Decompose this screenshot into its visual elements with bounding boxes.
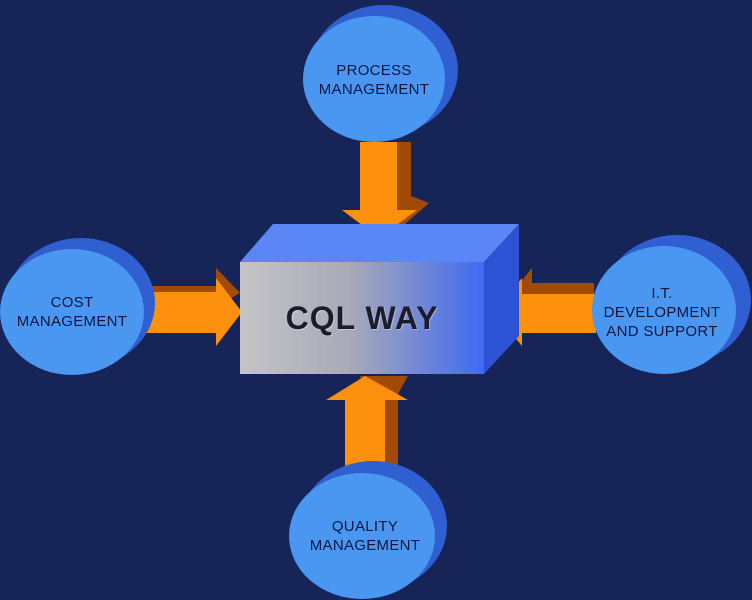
node-quality-circle bbox=[289, 461, 447, 599]
node-cost-circle bbox=[0, 238, 155, 375]
box-side-face bbox=[484, 224, 519, 374]
arrow-from-process bbox=[342, 142, 429, 238]
node-cost-label: COST MANAGEMENT bbox=[0, 293, 144, 331]
node-process-circle bbox=[303, 5, 458, 142]
arrow-from-quality bbox=[326, 376, 408, 472]
node-quality-label: QUALITY MANAGEMENT bbox=[290, 517, 440, 555]
node-process-label: PROCESS MANAGEMENT bbox=[299, 61, 449, 99]
node-it-line-1: I.T. bbox=[651, 285, 673, 302]
node-process-line-1: PROCESS bbox=[336, 62, 412, 79]
node-it-label: I.T. DEVELOPMENT AND SUPPORT bbox=[586, 284, 738, 341]
cql-way-box bbox=[240, 224, 519, 374]
box-top-face bbox=[240, 224, 519, 262]
center-label: CQL WAY bbox=[285, 299, 439, 336]
arrow-from-cost bbox=[144, 268, 242, 346]
node-quality-line-2: MANAGEMENT bbox=[309, 537, 421, 554]
node-process-line-2: MANAGEMENT bbox=[318, 81, 430, 98]
node-cost-line-2: MANAGEMENT bbox=[16, 313, 128, 330]
node-it-line-2: DEVELOPMENT bbox=[603, 304, 721, 321]
arrow-from-it bbox=[494, 268, 596, 346]
node-quality-line-1: QUALITY bbox=[331, 518, 399, 535]
box-front-face bbox=[240, 262, 484, 374]
node-it-line-3: AND SUPPORT bbox=[606, 323, 718, 340]
node-cost-line-1: COST bbox=[50, 294, 94, 311]
node-it-circle bbox=[592, 235, 751, 374]
